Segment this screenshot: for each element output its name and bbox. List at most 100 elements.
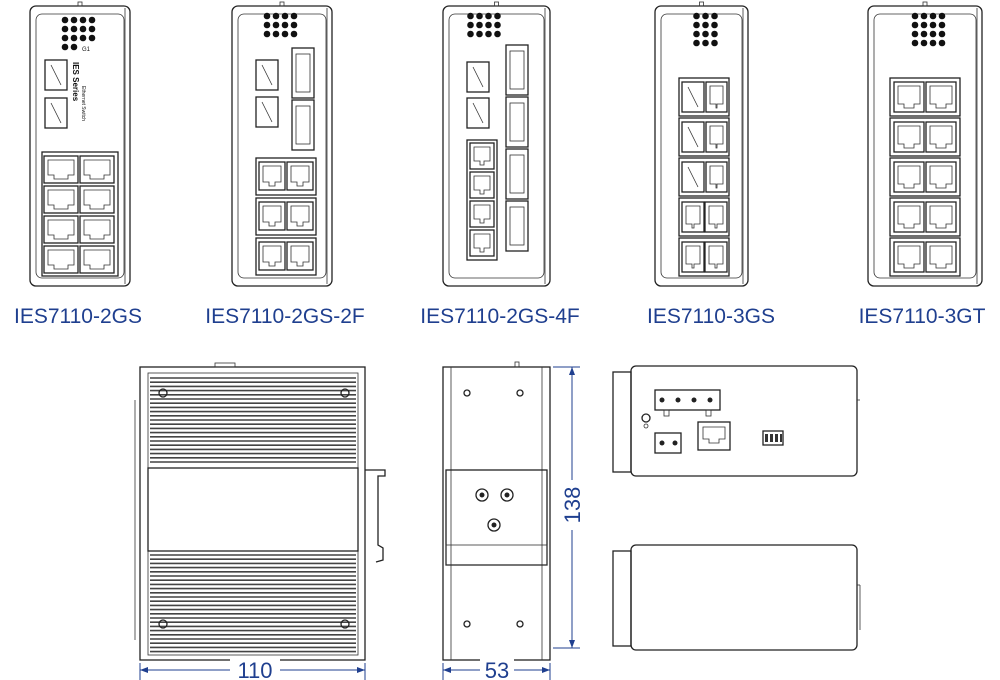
model-label-5: IES7110-3GT: [859, 305, 986, 328]
rj45-port: [258, 161, 286, 191]
fiber-socket: [295, 105, 311, 145]
status-led: [911, 39, 919, 47]
status-led: [711, 12, 718, 20]
status-led: [938, 30, 946, 38]
rj45-socket: [47, 219, 75, 240]
status-led: [290, 12, 298, 20]
status-led: [494, 12, 501, 20]
status-led: [476, 12, 483, 20]
status-led: [711, 39, 718, 47]
fiber-socket: [509, 206, 525, 246]
rj45-block: [889, 117, 961, 157]
rj45-port: [925, 81, 957, 113]
rj45-port: [925, 161, 957, 193]
status-led: [920, 12, 928, 20]
status-led: [79, 34, 87, 42]
rj45-socket: [685, 205, 701, 229]
sfp-port: [255, 59, 279, 91]
status-led: [485, 12, 492, 20]
rj45-socket: [709, 85, 724, 109]
sfp-port: [255, 96, 279, 128]
rj45-block: [889, 157, 961, 197]
status-led: [929, 39, 937, 47]
rj45-port: [704, 241, 728, 273]
rj45-socket: [929, 125, 953, 149]
rj45-socket: [709, 125, 724, 149]
rj45-port: [925, 241, 957, 273]
rj45-socket: [897, 205, 921, 229]
device-faceplate: [237, 13, 327, 279]
fiber-socket: [509, 154, 525, 194]
rj45-socket: [83, 189, 111, 210]
sfp-port: [44, 97, 68, 129]
sfp-port: [681, 81, 705, 113]
status-led: [920, 21, 928, 29]
rj45-port: [469, 200, 495, 228]
fiber-socket: [509, 102, 525, 142]
device-front-5: [867, 5, 983, 287]
status-led: [61, 25, 69, 33]
status-led: [693, 12, 700, 20]
rj45-socket: [83, 219, 111, 240]
status-led: [702, 39, 709, 47]
rj45-port: [79, 155, 115, 184]
status-led: [911, 12, 919, 20]
fiber-port: [505, 44, 529, 96]
status-led: [920, 30, 928, 38]
model-label-2: IES7110-2GS-2F: [205, 305, 365, 328]
status-led: [263, 12, 271, 20]
rj45-port: [258, 201, 286, 231]
status-led: [263, 21, 271, 29]
fiber-port: [291, 47, 315, 99]
rj45-port: [704, 201, 728, 233]
rj45-port: [681, 201, 705, 233]
rj45-port: [681, 241, 705, 273]
status-led: [79, 25, 87, 33]
width-dimension: 110: [237, 658, 272, 680]
status-led: [70, 34, 78, 42]
fiber-port: [505, 200, 529, 252]
status-led: [290, 21, 298, 29]
status-led: [929, 30, 937, 38]
fiber-port: [291, 99, 315, 151]
rj45-socket: [473, 175, 491, 195]
status-led: [711, 30, 718, 38]
rj45-socket: [262, 245, 282, 267]
port-row: [678, 157, 730, 197]
rj45-socket: [473, 233, 491, 253]
status-led: [702, 30, 709, 38]
rj45-socket: [929, 205, 953, 229]
rj45-socket: [929, 245, 953, 269]
antenna-stub: [699, 1, 704, 7]
status-led: [702, 21, 709, 29]
side-view-heatsink: [134, 362, 386, 661]
fiber-socket: [295, 53, 311, 93]
status-led: [494, 30, 501, 38]
status-led: [702, 12, 709, 20]
status-led: [79, 16, 87, 24]
status-led: [485, 21, 492, 29]
status-led: [88, 25, 96, 33]
device-front-2: [231, 5, 333, 287]
model-label-4: IES7110-3GS: [647, 305, 775, 328]
status-led: [476, 21, 483, 29]
rj45-socket: [897, 245, 921, 269]
height-dimension: 138: [560, 487, 585, 524]
status-led: [272, 21, 280, 29]
status-led: [70, 16, 78, 24]
sfp-latch: [687, 86, 699, 108]
rj45-port: [705, 161, 728, 193]
sfp-latch: [50, 102, 62, 124]
status-led: [290, 30, 298, 38]
rj45-port: [893, 241, 925, 273]
rj45-port: [469, 229, 495, 257]
status-led: [281, 12, 289, 20]
sfp-latch: [472, 102, 484, 124]
sfp-latch: [50, 64, 62, 86]
status-led: [693, 39, 700, 47]
rj45-block: [255, 157, 317, 196]
status-led: [281, 21, 289, 29]
fiber-port: [505, 96, 529, 148]
rj45-socket: [708, 205, 724, 229]
